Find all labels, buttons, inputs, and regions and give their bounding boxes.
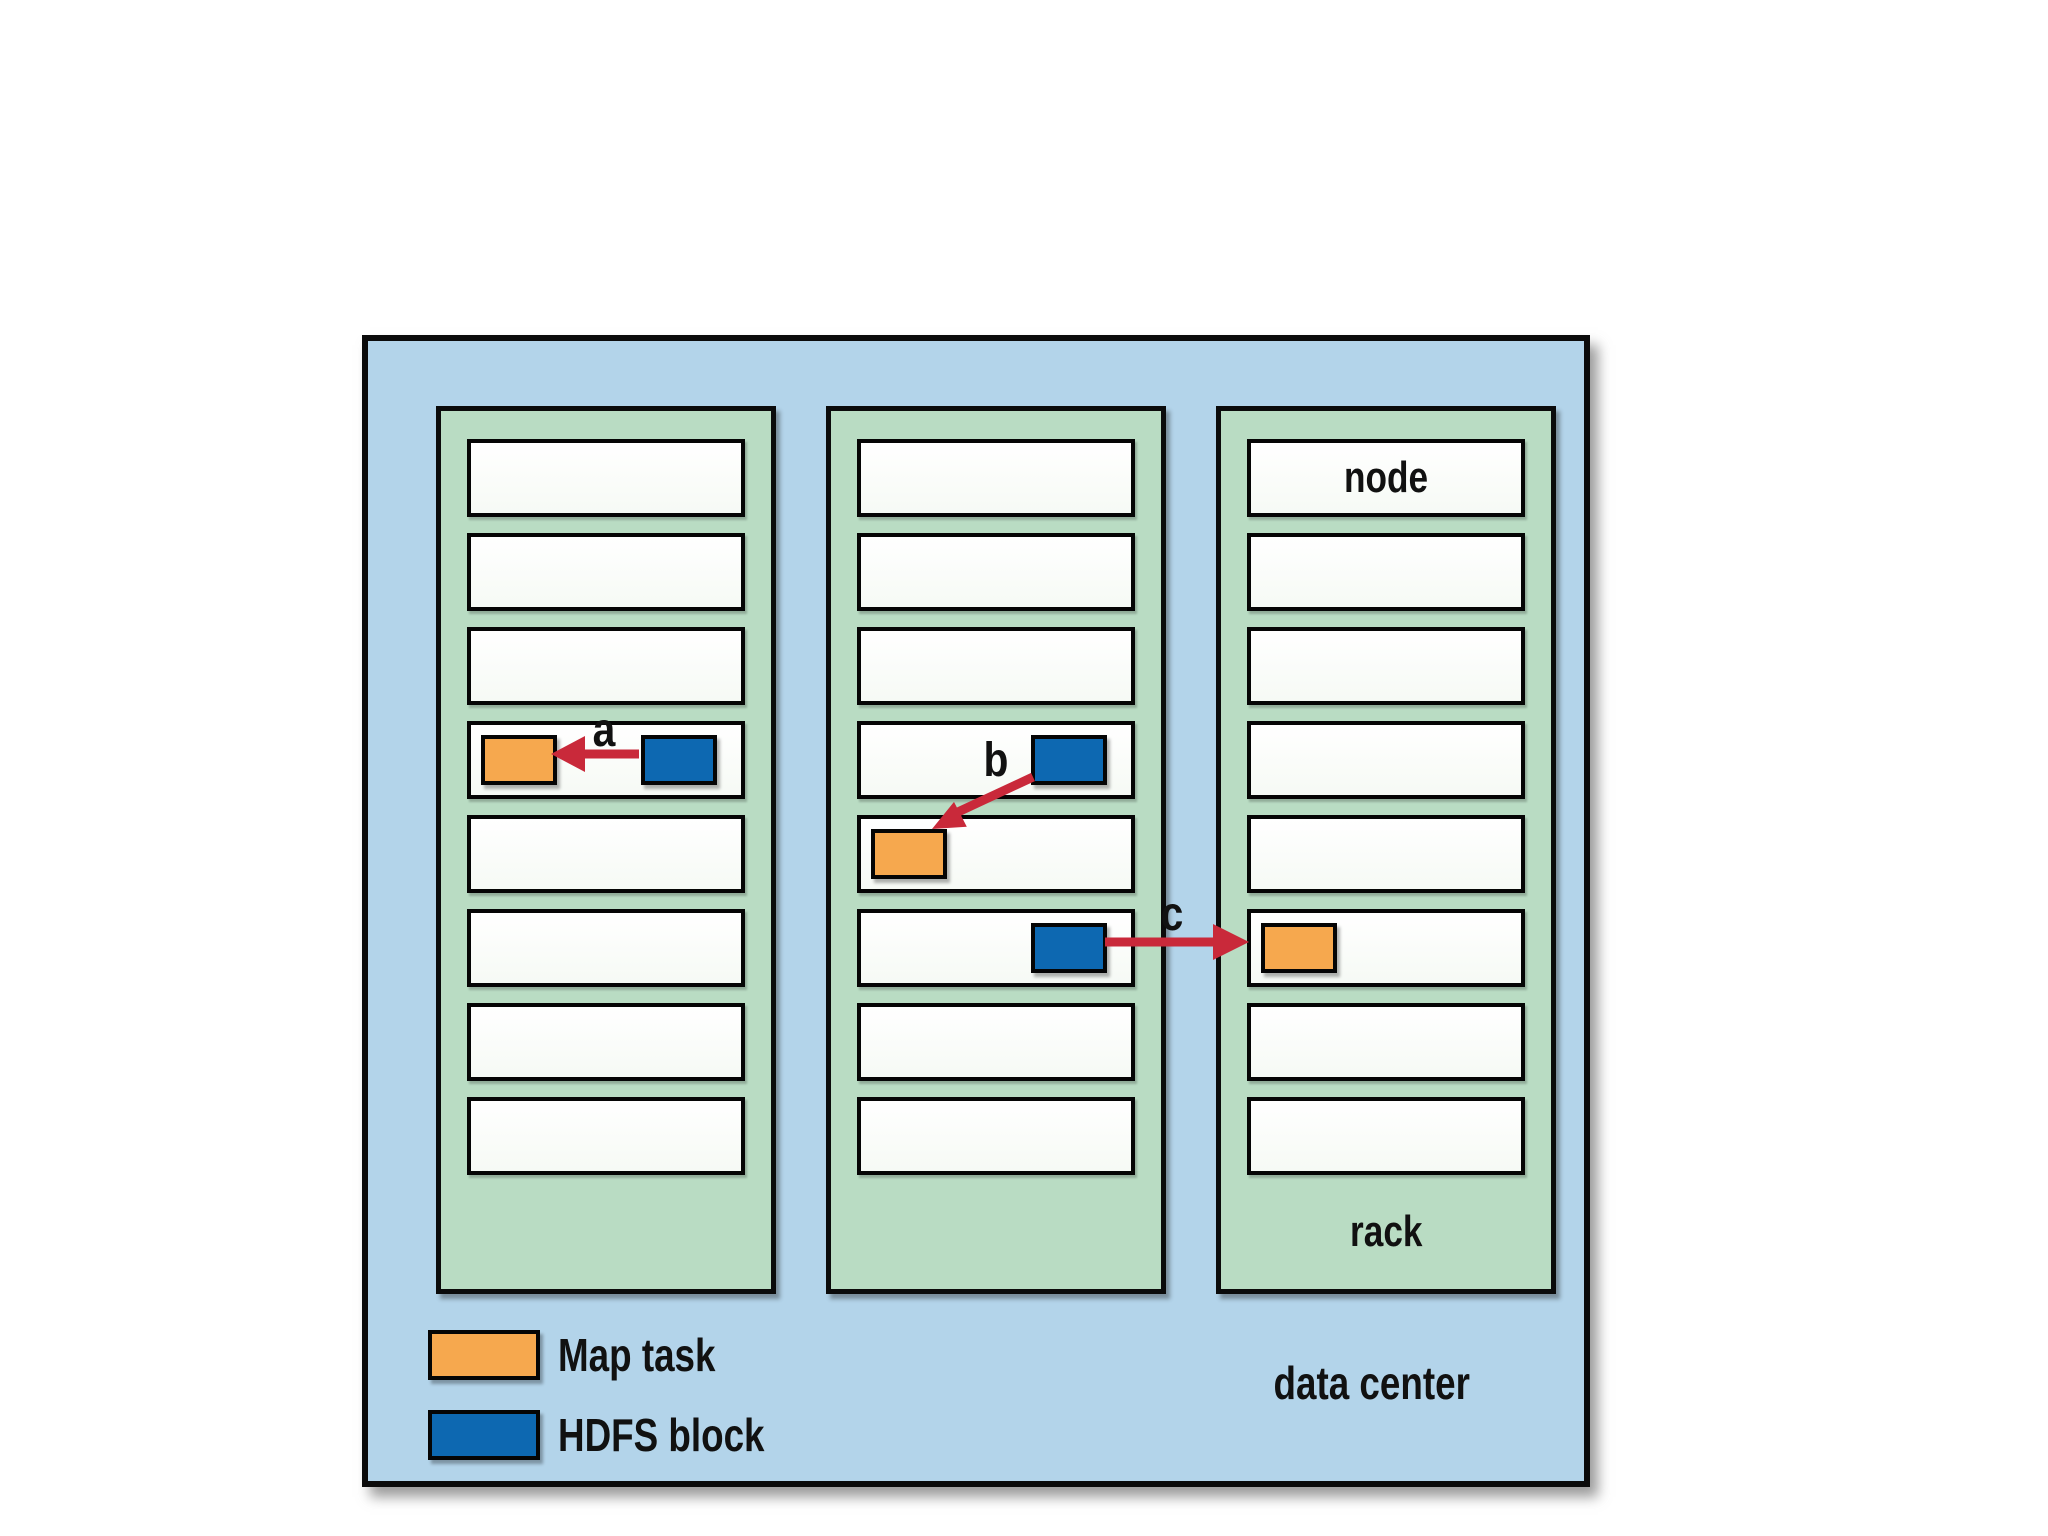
node-box (857, 1097, 1135, 1175)
node-caption: node (1343, 453, 1429, 502)
node-box (467, 1097, 745, 1175)
legend-item-map-task: Map task (428, 1328, 755, 1382)
map-task-label: Map task (558, 1329, 716, 1381)
rack-2 (826, 406, 1166, 1294)
node-box (467, 815, 745, 893)
hdfs-block (1031, 735, 1107, 785)
node-box (1247, 533, 1525, 611)
data-center-box: node rack (362, 335, 1590, 1487)
map-task-swatch (428, 1330, 540, 1380)
node-box (467, 627, 745, 705)
node-box (1247, 909, 1525, 987)
node-box (857, 815, 1135, 893)
map-task-block (871, 829, 947, 879)
node-box (857, 627, 1135, 705)
node-box (1247, 1097, 1525, 1175)
node-box (857, 909, 1135, 987)
node-box: node (1247, 439, 1525, 517)
node-box (467, 439, 745, 517)
node-box (1247, 1003, 1525, 1081)
node-box (857, 533, 1135, 611)
legend-item-hdfs-block: HDFS block (428, 1408, 816, 1462)
rack-3: node rack (1216, 406, 1556, 1294)
map-task-block (481, 735, 557, 785)
hdfs-block (1031, 923, 1107, 973)
rack-1 (436, 406, 776, 1294)
node-box (1247, 721, 1525, 799)
node-box (467, 1003, 745, 1081)
node-box (857, 439, 1135, 517)
node-box (857, 1003, 1135, 1081)
hdfs-block (641, 735, 717, 785)
node-box (1247, 815, 1525, 893)
node-box (467, 533, 745, 611)
node-box (467, 909, 745, 987)
rack-label: rack (1349, 1207, 1423, 1256)
data-center-label-wrap: data center (1222, 1356, 1522, 1410)
node-box (1247, 627, 1525, 705)
hdfs-block-label: HDFS block (558, 1409, 765, 1461)
rack-label-area: rack (1221, 1175, 1551, 1289)
node-box (857, 721, 1135, 799)
map-task-block (1261, 923, 1337, 973)
node-box (467, 721, 745, 799)
hdfs-block-swatch (428, 1410, 540, 1460)
data-center-label: data center (1273, 1357, 1471, 1409)
